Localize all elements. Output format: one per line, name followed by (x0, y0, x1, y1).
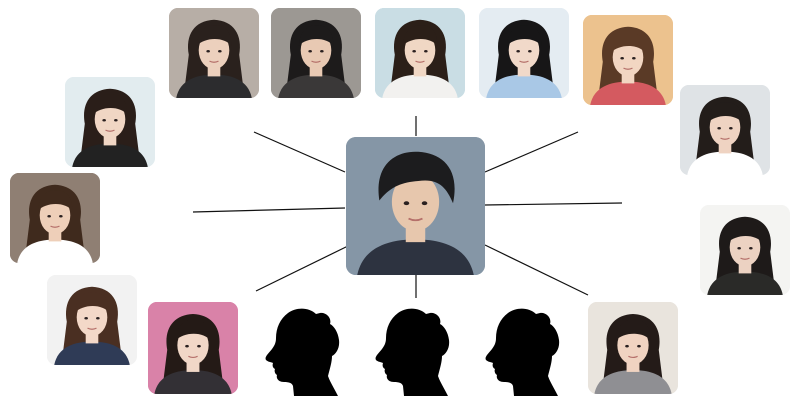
female-silhouette-icon (254, 304, 344, 396)
portrait-photo (148, 302, 238, 394)
portrait-photo (65, 77, 155, 167)
portrait-photo (588, 302, 678, 394)
portrait-photo (700, 205, 790, 295)
portrait-photo (169, 8, 259, 98)
center-portrait-photo (346, 137, 485, 275)
portrait-photo (271, 8, 361, 98)
connector-line (192, 207, 346, 213)
portrait-photo (47, 275, 137, 365)
connector-line (255, 244, 351, 292)
portrait-photo (680, 85, 770, 175)
connector-line (484, 244, 589, 296)
connector-line (484, 131, 579, 173)
female-silhouette-icon (474, 304, 564, 396)
connector-line (253, 131, 346, 173)
portrait-photo (479, 8, 569, 98)
portrait-photo (10, 173, 100, 263)
connector-line (484, 202, 623, 206)
portrait-photo (375, 8, 465, 98)
female-silhouette-icon (364, 304, 454, 396)
portrait-photo (583, 15, 673, 105)
